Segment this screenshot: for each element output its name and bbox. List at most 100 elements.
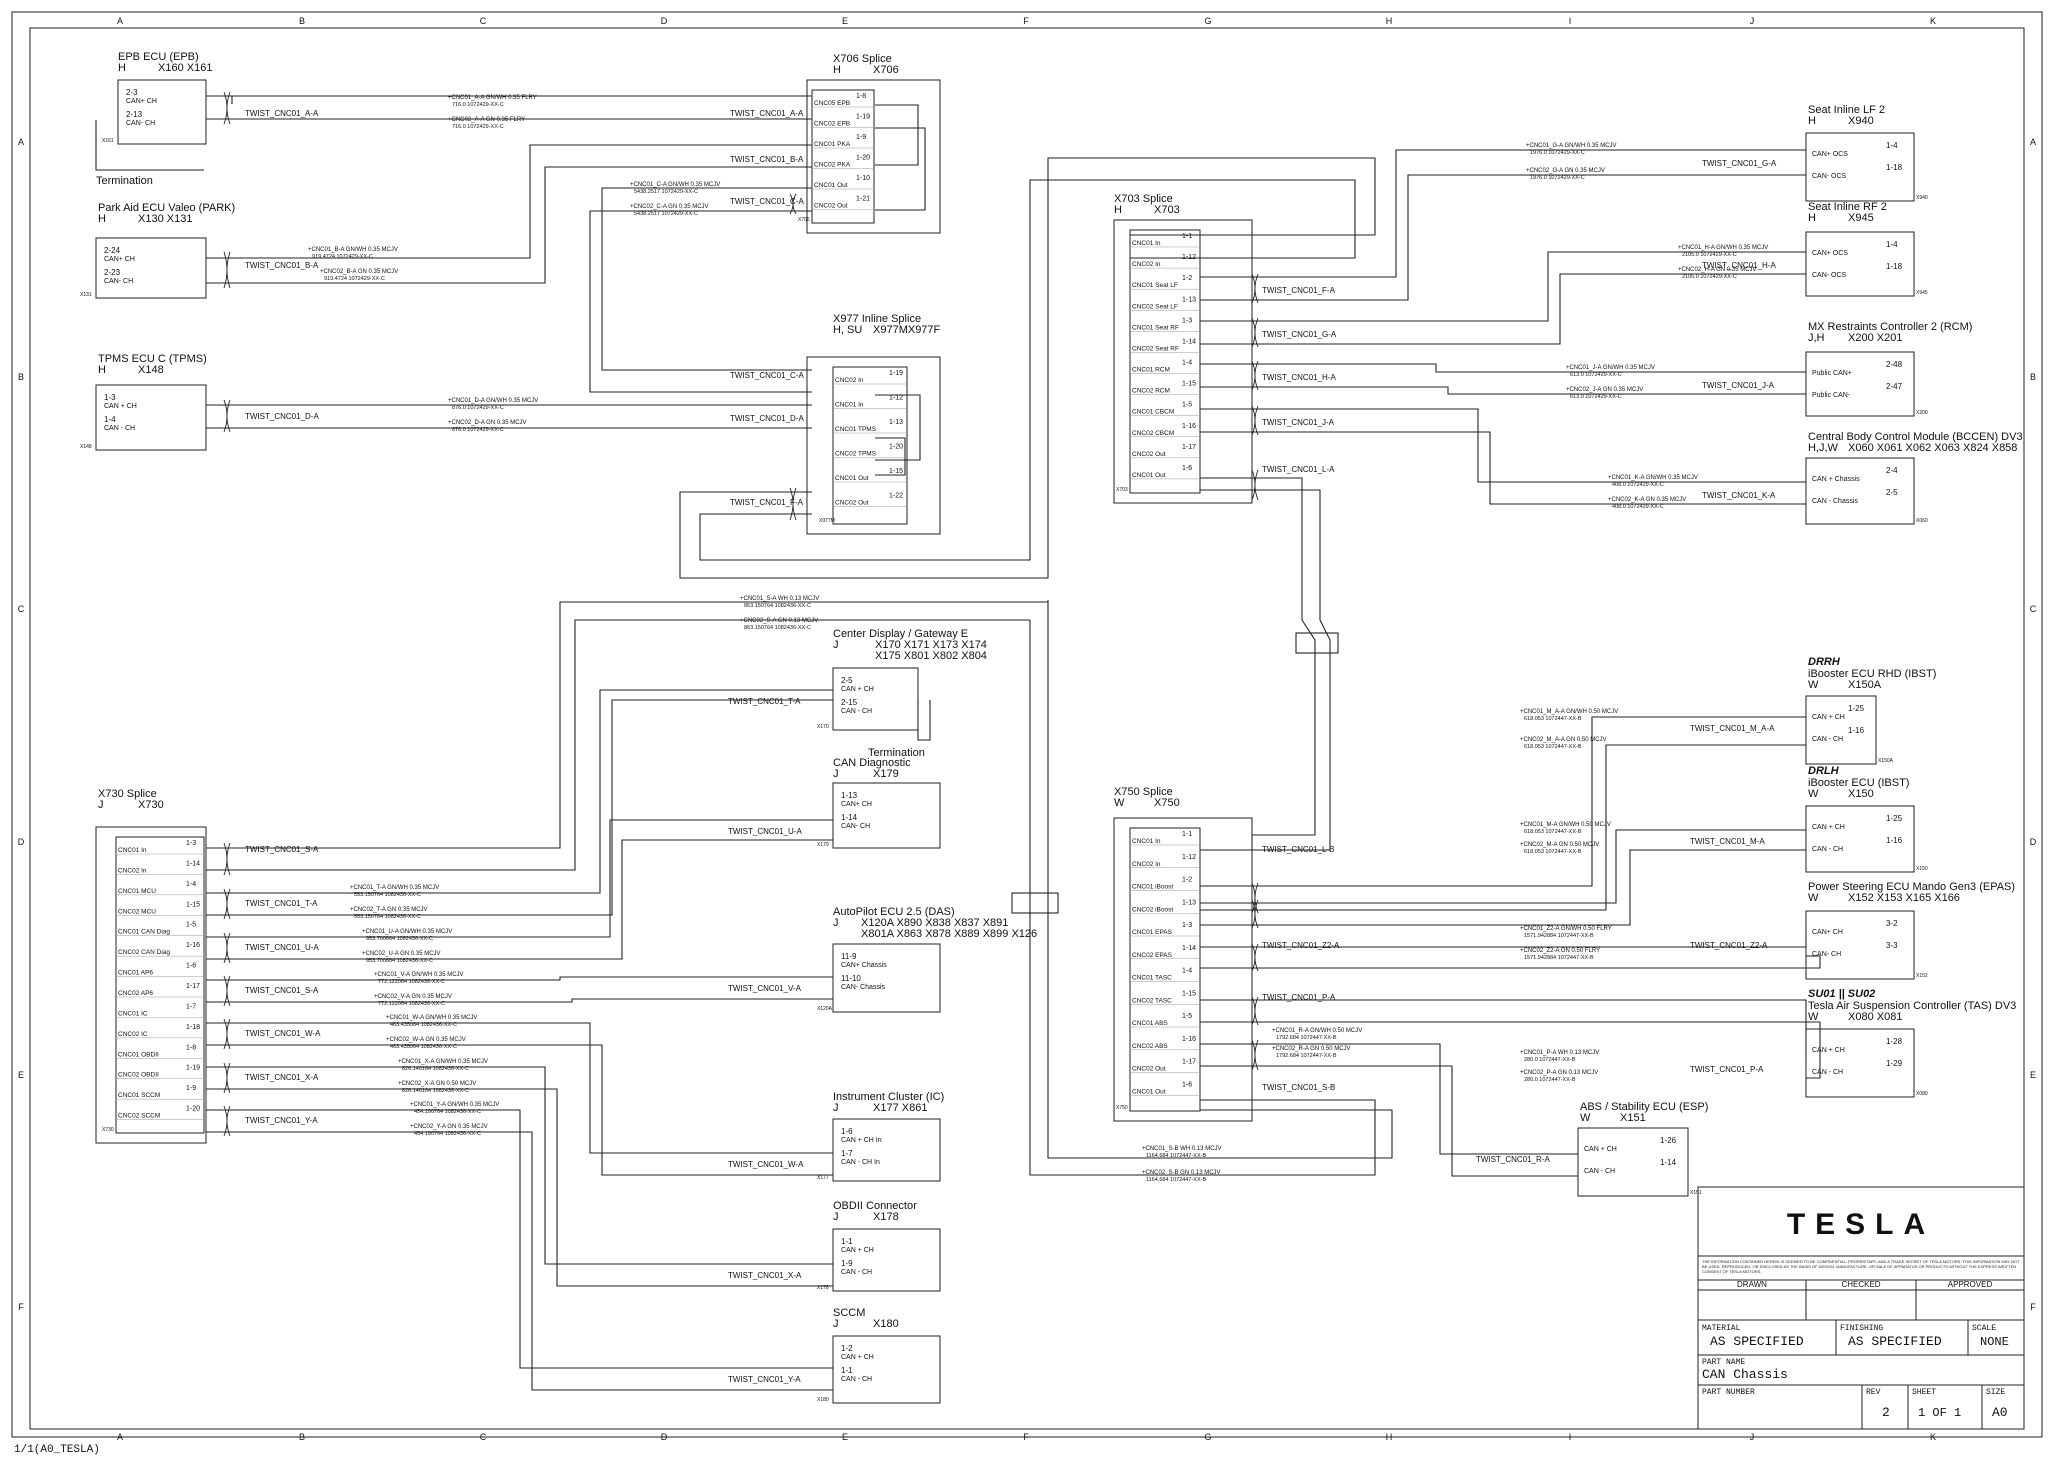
wire-spec: +CNC01_R-A GN/WH 0.50 MCJV [1272,1028,1362,1034]
twist-symbol [1251,1039,1259,1071]
wire [206,819,833,938]
splice-pin-number: 1-15 [889,468,903,475]
twist-label: TWIST_CNC01_S-B [1262,1083,1335,1092]
wire-length: 408.0 1072429-XX-C [1612,482,1664,488]
wire-length: 826.140164 1082436-XX-C [402,1066,469,1072]
pin-name: CAN+ CH [126,98,157,105]
twist-label: TWIST_CNC01_B-A [245,261,319,270]
wire-length: 553.150764 1082436-XX-C [354,892,421,898]
splice-pin-number: 1-13 [889,419,903,426]
splice-pin-name: CNC02 TPMS [835,451,877,458]
splice-connector: X730 [138,799,164,811]
pin-name: CAN - CH [1812,846,1843,853]
wire [1200,955,1821,969]
splice-pin-number: 1-2 [1182,877,1192,884]
pin-number: 1-4 [1886,240,1898,249]
splice-pin-name: CNC01 CBCM [1132,409,1174,416]
zone-col-label-bottom: K [1930,1432,1936,1442]
twist-label: TWIST_CNC01_D-A [730,414,804,423]
module-prefix: W [1808,1011,1819,1023]
connector-tag: X131 [80,292,92,298]
connector-tag: X080 [1916,1091,1928,1097]
pin-number: 1-1 [841,1237,853,1246]
module-connectors: X177 X861 [873,1102,927,1114]
twist-label: TWIST_CNC01_S-A [245,986,319,995]
wire-length: 953.700664 1082436-XX-C [366,936,433,942]
wire-spec: +CNC02_K-A GN 0.35 MCJV [1608,497,1686,503]
splice-pin-number: 1-12 [1182,254,1196,261]
module-connectors: X150A [1848,679,1882,691]
pin-name: CAN - CH [1584,1168,1615,1175]
title-block [1697,1186,2025,1430]
module-connectors: X120A X890 X838 X837 X891 [861,917,1008,929]
twist-label: TWIST_CNC01_W-A [245,1029,321,1038]
splice-connector: X977MX977F [873,324,941,336]
pin-number: 1-16 [1848,726,1865,735]
module-connectors: X130 X131 [138,213,192,225]
pin-number: 1-25 [1848,704,1865,713]
module-prefix: W [1808,679,1819,691]
wire-spec: +CNC02_Z2-A GN 0.50 FLRY [1520,948,1600,954]
size-value: A0 [1992,1405,2008,1420]
splice-pin-name: CNC02 CBCM [1132,430,1174,437]
splice-pin-name: CNC02 ABS [1132,1043,1168,1050]
splice-pin-number: 1-19 [889,370,903,377]
twist-symbol [1251,882,1259,914]
module-box [1805,231,1915,297]
module-box [1805,805,1915,873]
splice-pin-name: CNC01 Out [814,182,848,189]
module-connectors: X180 [873,1318,899,1330]
wire [601,187,812,371]
finishing-label: FINISHING [1840,1324,1883,1333]
zone-col-label-bottom: G [1204,1432,1211,1442]
zone-col-label-bottom: H [1386,1432,1393,1442]
splice-pin-number: 1-13 [1182,296,1196,303]
wire-length: 408.0 1072429-XX-C [1612,504,1664,510]
splice-pin-number: 1-7 [186,1003,196,1010]
wire [1200,431,1806,505]
wire [1200,849,1806,926]
wire-length: 618.053 1072447-XX-B [1524,849,1582,855]
module-connectors: X152 X153 X165 X166 [1848,892,1960,904]
wire [206,839,833,960]
twist-label: TWIST_CNC01_J-A [1262,418,1335,427]
wire-spec: +CNC02_S-A GN 0.13 MCJV [740,618,818,624]
twist-marker [223,91,231,125]
splice-pin-name: CNC02 Out [814,203,848,210]
splice-conn-tag: X750 [1116,1105,1128,1111]
wire-spec: +CNC01_W-A GN/WH 0.35 MCJV [386,1015,477,1021]
wire-spec: +CNC02_D-A GN 0.35 MCJV [448,420,527,426]
wire-length: 1792.684 1072447-XX-B [1276,1053,1337,1059]
splice-pin-number: 1-3 [186,840,196,847]
splice-prefix: H [1114,204,1122,216]
connector-tag: X120A [817,1006,833,1012]
wire [206,144,812,259]
pin-name: CAN + CH [1812,714,1845,721]
wire-length: 826.140164 1082436-XX-C [402,1088,469,1094]
wire [206,1109,833,1369]
wire-spec: +CNC01_V-A GN/WH 0.35 MCJV [374,972,464,978]
module-connectors: X801A X863 X878 X889 X899 X126 [861,928,1037,940]
pin-number: 11-9 [841,952,857,961]
twist-label: TWIST_CNC01_W-A [728,1160,804,1169]
splice-pin-number: 1-6 [186,963,196,970]
module-title: Seat Inline LF 2 [1808,104,1885,116]
module-title: ABS / Stability ECU (ESP) [1580,1101,1708,1113]
twist-label: TWIST_CNC01_L-A [1262,465,1335,474]
splice-pin-name: CNC01 iBoost [1132,884,1173,891]
wire-length: 953.700664 1082436-XX-C [366,958,433,964]
pin-number: 2-48 [1886,360,1903,369]
wire-length: 280.0 1072447-XX-B [1524,1057,1576,1063]
